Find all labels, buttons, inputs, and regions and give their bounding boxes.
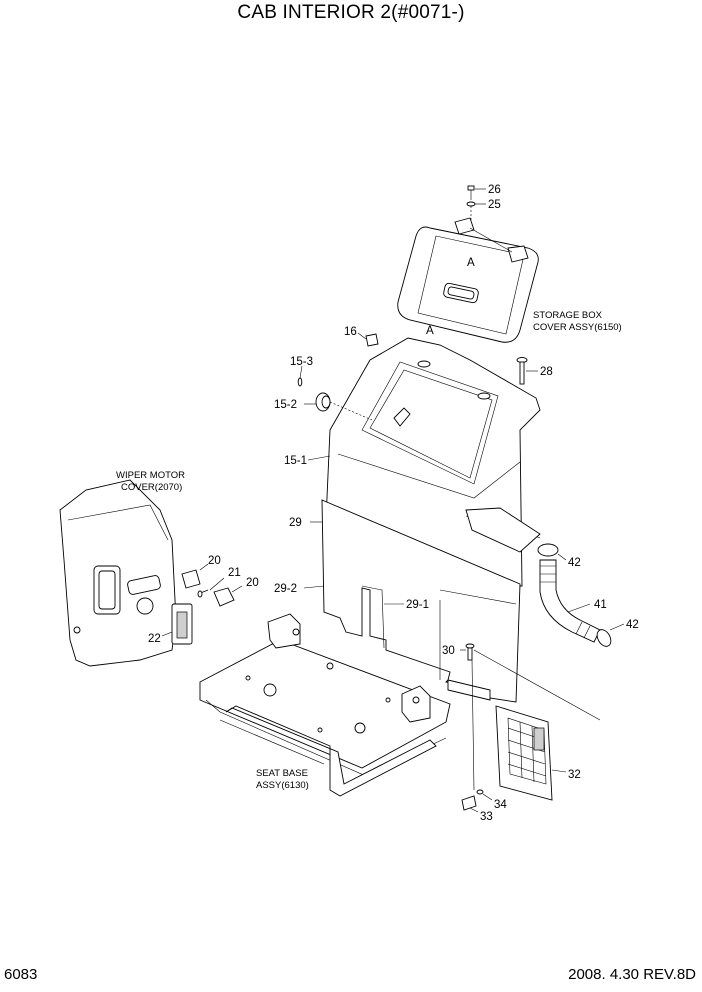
label-26: 26 — [488, 184, 501, 196]
duct-hose-drawing — [537, 543, 625, 647]
storage-box-cover-drawing — [397, 217, 539, 343]
switch-parts-drawing — [161, 563, 243, 645]
wiper-motor-cover-drawing — [59, 479, 177, 667]
label-29-2: 29-2 — [274, 583, 297, 595]
label-28: 28 — [540, 366, 553, 378]
clip-16-drawing — [357, 332, 379, 347]
label-41: 41 — [594, 599, 607, 611]
screw-26-25-drawing — [466, 185, 486, 222]
label-20-top: 20 — [208, 555, 221, 567]
page-title: CAB INTERIOR 2(#0071-) — [237, 2, 465, 23]
label-20-bottom: 20 — [246, 577, 259, 589]
screw-33-34-drawing — [461, 789, 493, 813]
caption-seat-base-1: SEAT BASE — [256, 768, 308, 779]
label-16: 16 — [344, 326, 357, 338]
label-34: 34 — [494, 799, 507, 811]
caption-storage-box-2: COVER ASSY(6150) — [533, 322, 622, 333]
label-29: 29 — [289, 517, 302, 529]
seat-base-drawing — [199, 613, 451, 797]
caption-wiper-motor-1: WIPER MOTOR — [116, 470, 185, 481]
label-42-bottom: 42 — [626, 619, 639, 631]
ref-mark-a-bottom: A — [426, 325, 434, 337]
label-15-2: 15-2 — [274, 399, 297, 411]
ref-mark-a-top: A — [467, 257, 475, 269]
caption-seat-base-2: ASSY(6130) — [256, 780, 309, 791]
air-grille-drawing — [495, 705, 567, 801]
label-25: 25 — [488, 199, 501, 211]
bolt-30-drawing — [460, 643, 601, 791]
label-15-3: 15-3 — [290, 356, 313, 368]
revision-date: 2008. 4.30 REV.8D — [568, 966, 696, 983]
label-15-1: 15-1 — [284, 455, 307, 467]
label-29-1: 29-1 — [406, 599, 429, 611]
label-32: 32 — [568, 769, 581, 781]
pin-grommet-15-drawing — [297, 365, 373, 421]
bolt-28-drawing — [516, 357, 538, 385]
page-number: 6083 — [4, 966, 38, 983]
label-21: 21 — [228, 567, 241, 579]
label-33: 33 — [480, 811, 493, 823]
caption-wiper-motor-2: COVER(2070) — [121, 482, 182, 493]
label-42-top: 42 — [568, 557, 581, 569]
label-22: 22 — [148, 633, 161, 645]
label-30: 30 — [442, 645, 455, 657]
caption-storage-box-1: STORAGE BOX — [533, 310, 603, 321]
